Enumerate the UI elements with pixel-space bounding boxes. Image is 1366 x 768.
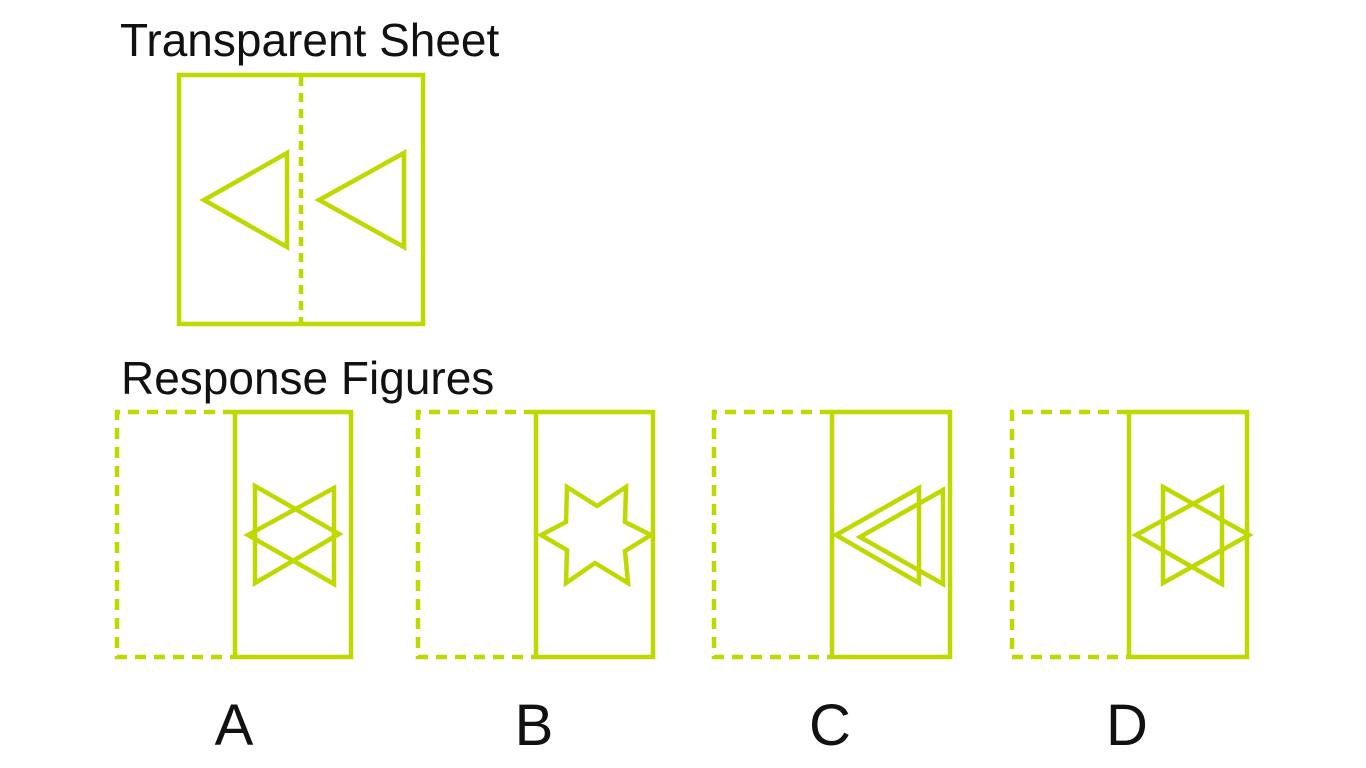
remaining-half-outline: [533, 409, 656, 660]
option-b-figure[interactable]: [415, 409, 656, 660]
left-triangle-icon: [831, 484, 922, 587]
folded-half-outline: [114, 409, 234, 660]
six-point-star-icon: [536, 482, 656, 588]
right-pointing-triangle-icon: [1160, 483, 1254, 587]
folded-half-outline: [711, 409, 831, 660]
option-d-figure[interactable]: [1009, 409, 1254, 660]
remaining-half-outline: [829, 409, 953, 660]
folded-half-outline: [1009, 409, 1128, 660]
option-c-label[interactable]: C: [809, 693, 851, 758]
response-figures-heading: Response Figures: [121, 352, 495, 404]
option-a-label[interactable]: A: [214, 693, 254, 758]
left-pointing-triangle-icon: [243, 484, 337, 588]
option-b-label[interactable]: B: [514, 693, 554, 758]
folded-half-outline: [415, 409, 535, 660]
left-triangle-icon: [855, 486, 946, 588]
option-c-figure[interactable]: [711, 409, 953, 660]
option-a-figure[interactable]: [114, 409, 354, 660]
left-triangle-icon: [199, 149, 290, 251]
right-triangle-icon: [314, 149, 407, 251]
option-d-label[interactable]: D: [1106, 693, 1148, 758]
transparent-sheet-figure: [176, 72, 426, 327]
left-pointing-triangle-icon: [1131, 484, 1225, 588]
remaining-half-outline: [232, 409, 354, 660]
transparent-sheet-heading: Transparent Sheet: [120, 14, 500, 66]
remaining-half-outline: [1126, 409, 1250, 660]
sheet-outline: [176, 72, 426, 327]
right-pointing-triangle-icon: [252, 482, 344, 587]
